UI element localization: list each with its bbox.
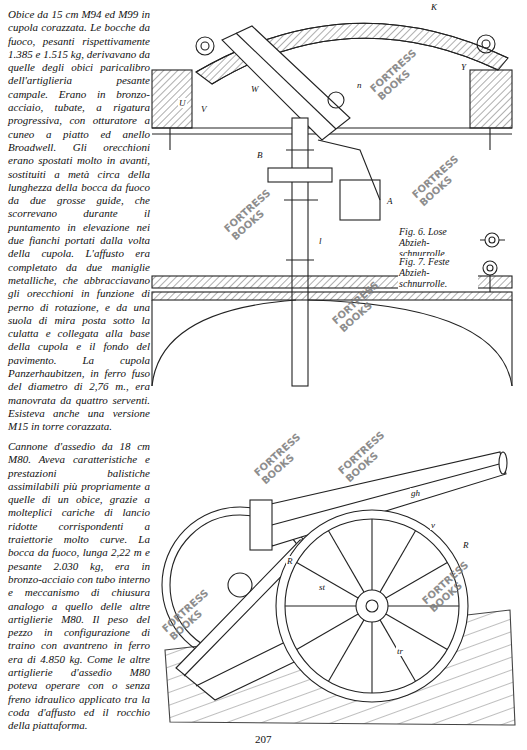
callout-letter: R (462, 540, 470, 550)
page-number: 207 (255, 733, 272, 745)
callout-letter: U (178, 98, 187, 108)
callout-letter: n (356, 80, 363, 90)
callout-letter: v (430, 520, 436, 530)
figure-label: Fig. 7. Feste Abzieh-schnurrolle. (398, 256, 478, 289)
callout-letter: V (200, 104, 208, 114)
callout-letter: B (256, 150, 264, 160)
watermark: FORTRESS BOOKS (368, 46, 427, 102)
callout-letter: Y (460, 62, 467, 72)
callout-letter: R (286, 556, 294, 566)
siege-cannon (162, 452, 515, 725)
caption-text: Cannone d'assedio da 18 cm M80. Aveva ca… (8, 440, 150, 733)
callout-letter: K (430, 2, 438, 12)
watermark: FORTRESS BOOKS (410, 152, 469, 208)
cupola-section (152, 23, 512, 386)
callout-letter: W (250, 84, 260, 94)
callout-letter: tr (396, 646, 404, 656)
watermark: FORTRESS BOOKS (222, 186, 281, 242)
watermark: FORTRESS BOOKS (252, 430, 311, 486)
callout-letter: A (386, 196, 394, 206)
callout-letter: l (318, 236, 323, 246)
watermark: FORTRESS BOOKS (336, 428, 395, 484)
callout-letter: st (318, 582, 326, 592)
figure-label: Fig. 6. Lose Abzieh-schnurrolle. (398, 226, 478, 259)
caption-text: Obice da 15 cm M94 ed M99 in cupola cora… (8, 8, 150, 434)
callout-letter: gh (410, 488, 421, 498)
